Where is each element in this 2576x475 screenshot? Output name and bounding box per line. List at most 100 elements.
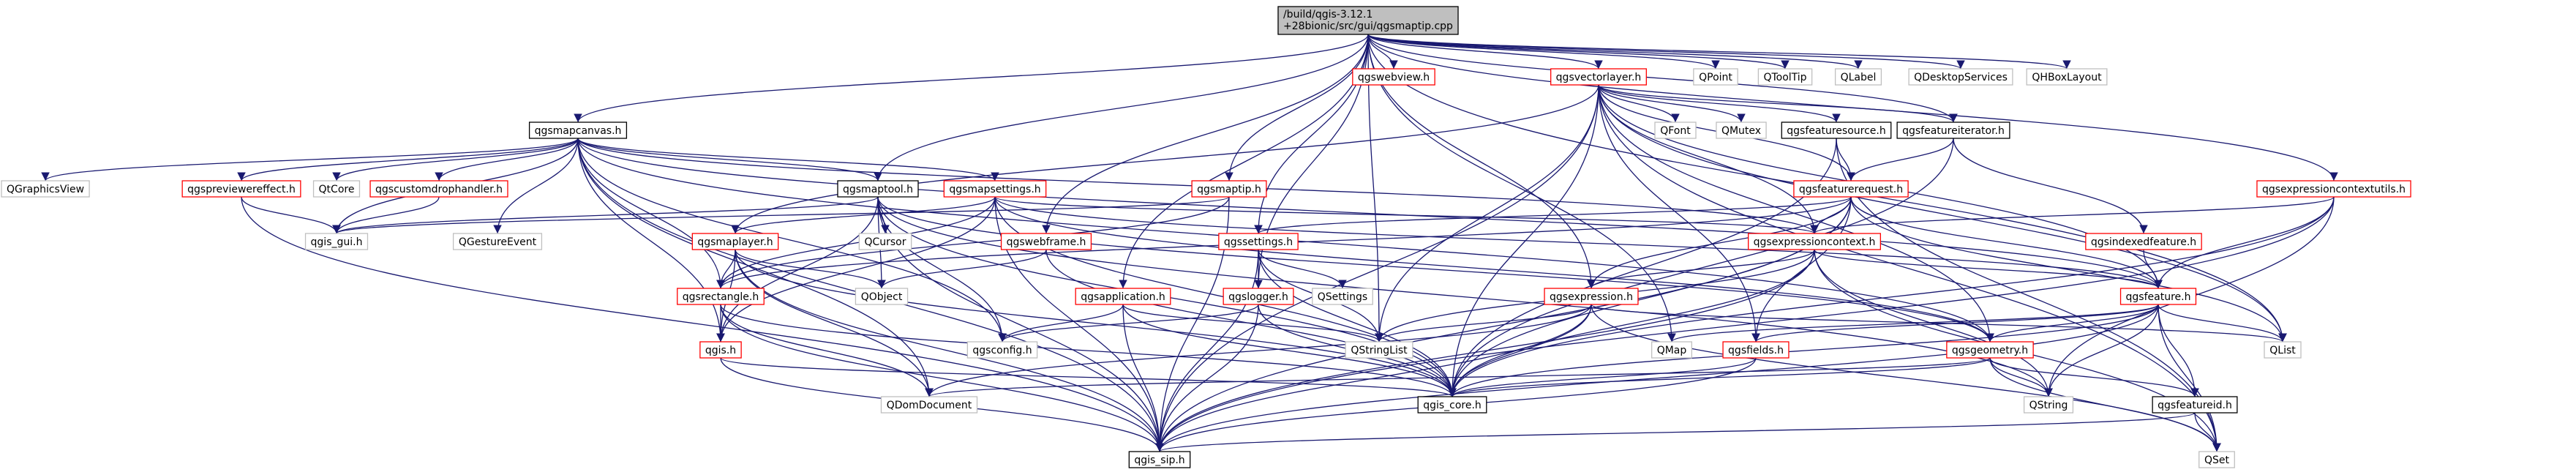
node-qmap[interactable]: QMap: [1651, 341, 1692, 359]
node-box-qgsfeature: [2119, 288, 2197, 305]
node-qgsfeatureiterator[interactable]: qgsfeatureiterator.h: [1896, 121, 2010, 139]
node-qstringlist[interactable]: QStringList: [1345, 341, 1413, 359]
node-qset[interactable]: QSet: [2198, 451, 2235, 468]
edge-qgsmapsettings-to-qgsmaplayer: [731, 196, 996, 234]
node-qgsfeature[interactable]: qgsfeature.h: [2119, 288, 2197, 305]
node-qgsexpressioncontextutils[interactable]: qgsexpressioncontextutils.h: [2256, 180, 2411, 198]
node-qgsfeaturesource[interactable]: qgsfeaturesource.h: [1781, 121, 1892, 139]
node-label-qgsexpression: qgsexpression.h: [1550, 291, 1633, 303]
edge-qgsmaptip-to-qgs_gui: [332, 196, 1230, 234]
node-root[interactable]: /build/qgis-3.12.1+28bionic/src/gui/qgsm…: [1277, 6, 1459, 35]
node-qgswebframe[interactable]: qgswebframe.h: [1000, 233, 1092, 250]
node-box-qgs_gui: [304, 233, 369, 250]
edge-qgsfeatureiterator-to-qgsindexedfeature: [1953, 138, 2148, 234]
node-qmutex[interactable]: QMutex: [1716, 121, 1767, 139]
edge-qgswebframe-to-qobject: [877, 249, 1047, 289]
edge-root-to-qhboxlayout: [1367, 34, 2071, 70]
node-label-qgsfeaturerequest: qgsfeaturerequest.h: [1799, 184, 1903, 195]
node-label-qgsexpressioncontextutils: qgsexpressioncontextutils.h: [2262, 184, 2406, 195]
edge-qgsfeatureiterator-to-qgis_core: [1448, 138, 1954, 397]
node-qlabel[interactable]: QLabel: [1834, 68, 1882, 86]
node-qgsmaptool[interactable]: qgsmaptool.h: [837, 180, 919, 198]
edge-qgsexpressioncontext-to-qgis_core: [1448, 249, 1815, 397]
node-qgs_gui[interactable]: qgis_gui.h: [304, 233, 369, 250]
node-qfont[interactable]: QFont: [1654, 121, 1697, 139]
node-box-qgspreviewereffect: [181, 180, 301, 198]
node-box-qgsvectorlayer: [1550, 68, 1647, 86]
edge-qgsgeometry-to-qgis_core: [1448, 357, 1991, 397]
node-qgsmapcanvas[interactable]: qgsmapcanvas.h: [528, 121, 628, 139]
node-qgraphicsview[interactable]: QGraphicsView: [1, 180, 90, 198]
node-qtooltip[interactable]: QToolTip: [1757, 68, 1813, 86]
node-label-qgsvectorlayer: qgsvectorlayer.h: [1556, 72, 1642, 83]
node-box-qdesktopservices: [1908, 68, 2013, 86]
node-qgsmaptip[interactable]: qgsmaptip.h: [1191, 180, 1267, 198]
node-box-root: [1277, 6, 1459, 35]
node-qdomdocument[interactable]: QDomDocument: [880, 396, 978, 414]
node-qgsmapsettings[interactable]: qgsmapsettings.h: [943, 180, 1047, 198]
node-qgis_sip[interactable]: qgis_sip.h: [1128, 451, 1191, 468]
node-qgis_h[interactable]: qgis.h: [699, 341, 742, 359]
node-qgis_core[interactable]: qgis_core.h: [1417, 396, 1487, 414]
node-qgsfeaturerequest[interactable]: qgsfeaturerequest.h: [1793, 180, 1909, 198]
node-label-qtcore: QtCore: [319, 184, 355, 195]
node-label-qgsfeaturesource: qgsfeaturesource.h: [1787, 125, 1885, 137]
edge-qgsfeature-to-qgis_sip: [1155, 304, 2159, 452]
node-qobject[interactable]: QObject: [855, 288, 909, 305]
node-qgspreviewereffect[interactable]: qgspreviewereffect.h: [181, 180, 301, 198]
node-box-qgswebframe: [1000, 233, 1092, 250]
node-qstring[interactable]: QString: [2023, 396, 2074, 414]
node-qtcore[interactable]: QtCore: [312, 180, 361, 198]
node-qgssettings[interactable]: qgssettings.h: [1218, 233, 1299, 250]
node-label-qstring: QString: [2029, 400, 2068, 411]
node-qdesktopservices[interactable]: QDesktopServices: [1908, 68, 2013, 86]
node-qgsrectangle[interactable]: qgsrectangle.h: [677, 288, 765, 305]
node-label-qgswebview: qgswebview.h: [1358, 72, 1430, 83]
node-qgswebview[interactable]: qgswebview.h: [1352, 68, 1435, 86]
edge-qgsexpressioncontextutils-to-qgis_sip: [1155, 196, 2335, 452]
node-label-qlabel: QLabel: [1841, 72, 1877, 83]
edge-root-to-qgsfeatureiterator: [1367, 34, 1958, 123]
node-qpoint[interactable]: QPoint: [1693, 68, 1738, 86]
edge-qgsvectorlayer-to-qgsfeaturesource: [1598, 84, 1841, 123]
node-label-qsettings: QSettings: [1318, 291, 1367, 303]
node-qlist[interactable]: QList: [2264, 341, 2302, 359]
node-qgsindexedfeature[interactable]: qgsindexedfeature.h: [2085, 233, 2202, 250]
node-box-qobject: [855, 288, 909, 305]
edge-qgsvectorlayer-to-qgis_sip: [1155, 84, 1599, 452]
node-box-qset: [2198, 451, 2235, 468]
nodes-layer: /build/qgis-3.12.1+28bionic/src/gui/qgsm…: [1, 6, 2411, 468]
node-qgsexpression[interactable]: qgsexpression.h: [1544, 288, 1639, 305]
node-label-qtooltip: QToolTip: [1763, 72, 1806, 83]
node-box-qgis_core: [1417, 396, 1487, 414]
node-qgsfields[interactable]: qgsfields.h: [1722, 341, 1790, 359]
node-qgsconfig[interactable]: qgsconfig.h: [966, 341, 1038, 359]
edge-qgsmaptool-to-qgsconfig: [877, 196, 1007, 343]
edge-qgssettings-to-qgis_sip: [1155, 249, 1259, 452]
edge-qgsgeometry-to-qset: [1989, 357, 2221, 452]
node-box-qgsfeatureid: [2152, 396, 2238, 414]
edge-root-to-qgsvectorlayer: [1367, 34, 1603, 70]
node-qgsgeometry[interactable]: qgsgeometry.h: [1946, 341, 2034, 359]
node-box-qtooltip: [1757, 68, 1813, 86]
node-box-qgsindexedfeature: [2085, 233, 2202, 250]
node-qhboxlayout[interactable]: QHBoxLayout: [2026, 68, 2108, 86]
edge-qgsapplication-to-qgsconfig: [998, 304, 1124, 343]
node-qgsapplication[interactable]: qgsapplication.h: [1075, 288, 1171, 305]
edge-qgsfeature-to-qstring: [2044, 304, 2159, 397]
node-label-qstringlist: QStringList: [1351, 345, 1408, 356]
node-qsettings[interactable]: QSettings: [1312, 288, 1373, 305]
edge-qgsfeaturerequest-to-qgsfeature: [1850, 196, 2163, 289]
edge-qgsindexedfeature-to-qgsfeature: [2143, 249, 2163, 289]
node-qgscustomdrophandler[interactable]: qgscustomdrophandler.h: [369, 180, 508, 198]
edge-qgsmaptool-to-qgs_gui: [332, 196, 879, 234]
node-label-qfont: QFont: [1660, 125, 1691, 137]
node-qgslogger[interactable]: qgslogger.h: [1223, 288, 1294, 305]
node-qgsfeatureid[interactable]: qgsfeatureid.h: [2152, 396, 2238, 414]
node-qgsvectorlayer[interactable]: qgsvectorlayer.h: [1550, 68, 1647, 86]
node-qgsmaplayer[interactable]: qgsmaplayer.h: [691, 233, 779, 250]
node-box-qgssettings: [1218, 233, 1299, 250]
node-qcursor[interactable]: QCursor: [858, 233, 912, 250]
node-qgsexpressioncontext[interactable]: qgsexpressioncontext.h: [1748, 233, 1881, 250]
node-qgesture[interactable]: QGestureEvent: [452, 233, 543, 250]
